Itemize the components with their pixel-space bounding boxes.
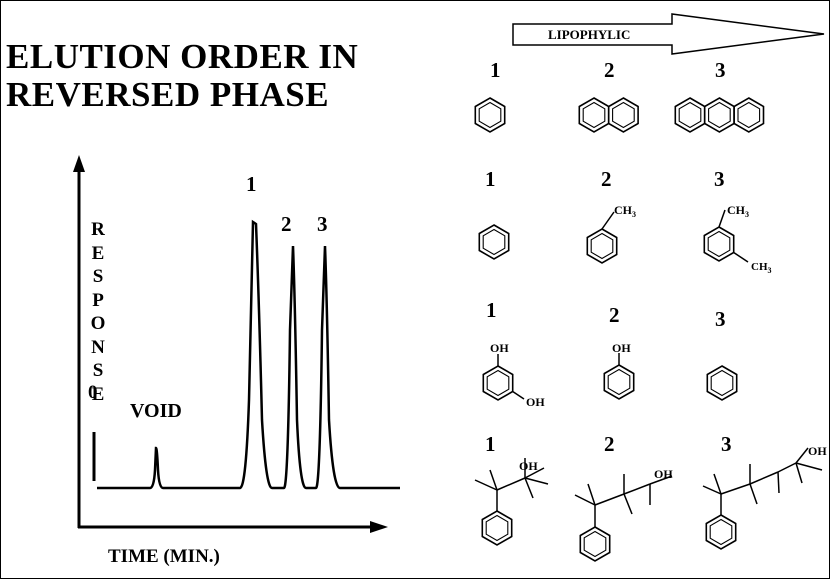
ylabel-letter: S <box>92 266 104 287</box>
row1-number-2: 2 <box>604 58 615 82</box>
benzene-icon <box>474 97 506 133</box>
svg-text:OH: OH <box>654 467 673 481</box>
response-axis-label: R E S P O N S E <box>87 218 109 406</box>
xylene-icon: CH3 CH3 <box>703 203 772 275</box>
row3-number-3: 3 <box>715 307 726 331</box>
phenyl-alcohol-3-icon <box>702 447 823 550</box>
ylabel-letter: O <box>90 313 106 334</box>
svg-text:CH3: CH3 <box>751 261 772 275</box>
time-axis-label: TIME (MIN.) <box>108 546 220 567</box>
ylabel-letter: P <box>92 289 104 311</box>
resorcinol-icon: OH OH <box>482 341 545 409</box>
y-axis-arrowhead <box>73 155 85 172</box>
ylabel-letter: E <box>91 242 105 264</box>
benzene-icon <box>478 224 510 260</box>
lipophylic-label: LIPOPHYLIC <box>548 27 631 42</box>
toluene-icon: CH3 <box>586 203 636 264</box>
svg-text:OH: OH <box>490 341 509 355</box>
naphthalene-icon <box>578 97 639 133</box>
row1-number-1: 1 <box>490 58 501 82</box>
row1-number-3: 3 <box>715 58 726 82</box>
row2-number-3: 3 <box>714 167 725 191</box>
anthracene-icon <box>674 97 765 133</box>
row3-number-1: 1 <box>486 298 497 322</box>
peak-label-2: 2 <box>281 212 292 236</box>
slide-title-line-2: REVERSED PHASE <box>6 75 330 114</box>
benzene-icon <box>706 365 738 401</box>
ylabel-letter: S <box>92 360 104 381</box>
row2-number-2: 2 <box>601 167 612 191</box>
row4-number-1: 1 <box>485 432 496 456</box>
ylabel-letter: N <box>91 336 105 358</box>
slide-title-line-1: ELUTION ORDER IN <box>6 37 359 76</box>
row4-number-2: 2 <box>604 432 615 456</box>
svg-text:CH3: CH3 <box>727 203 749 219</box>
phenyl-alcohol-2-icon <box>574 474 673 562</box>
svg-text:OH: OH <box>612 341 631 355</box>
row2-number-1: 1 <box>485 167 496 191</box>
svg-text:OH: OH <box>519 459 538 473</box>
void-label: VOID <box>130 400 182 422</box>
x-axis-arrowhead <box>370 521 388 533</box>
ylabel-letter: R <box>91 219 105 240</box>
phenol-icon: OH <box>603 341 635 400</box>
row4-number-3: 3 <box>721 432 732 456</box>
zero-label: 0 <box>88 382 98 403</box>
row3-number-2: 2 <box>609 303 620 327</box>
phenyl-alcohol-1-icon <box>474 458 549 546</box>
svg-text:OH: OH <box>526 395 545 409</box>
signal-trace <box>97 219 400 490</box>
svg-text:OH: OH <box>808 444 827 458</box>
ylabel-letter: E <box>91 383 105 405</box>
svg-text:CH3: CH3 <box>614 203 636 219</box>
peak-label-1: 1 <box>246 172 257 196</box>
peak-label-3: 3 <box>317 212 328 236</box>
